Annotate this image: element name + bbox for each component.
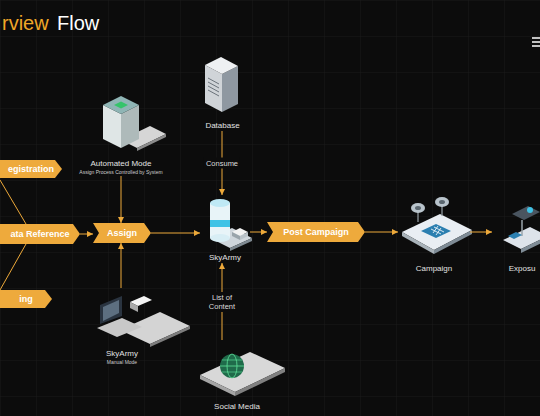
manual-mode-node: SkyArmyManual Mode bbox=[82, 288, 162, 366]
manual-laptop-icon bbox=[97, 296, 190, 347]
node-label: Automated Mode bbox=[91, 159, 152, 169]
social-media-node: Social Media bbox=[197, 340, 277, 412]
node-label: Assign bbox=[107, 228, 137, 239]
flow-arrow bbox=[365, 232, 398, 233]
menu-icon bbox=[532, 38, 540, 46]
system-node: Automated ModeAssign Process Controlled … bbox=[71, 92, 171, 176]
automated-server-icon bbox=[103, 96, 166, 151]
skyarmy-cylinder-icon bbox=[210, 199, 252, 251]
step-band: ing bbox=[0, 290, 52, 308]
band-outline bbox=[93, 223, 151, 243]
edge-label: List of Content bbox=[202, 292, 242, 312]
node-label: SkyArmy bbox=[209, 253, 241, 263]
step-band: Post Campaign bbox=[267, 222, 365, 242]
database-node: Database bbox=[195, 55, 250, 131]
flow-arrow bbox=[250, 232, 267, 233]
node-label: Exposu bbox=[509, 264, 536, 274]
flow-arrow bbox=[470, 232, 492, 233]
flow-arrow bbox=[151, 233, 200, 234]
node-sublabel: Manual Mode bbox=[107, 359, 137, 366]
campaign-platform-icon bbox=[402, 197, 472, 254]
edge-label: Consume bbox=[204, 158, 240, 169]
step-band: Assign bbox=[93, 223, 151, 243]
node-label: Campaign bbox=[416, 264, 452, 274]
node-label: ata Reference bbox=[10, 229, 69, 240]
flow-arrow bbox=[121, 176, 122, 223]
node-label: SkyArmy bbox=[106, 349, 138, 359]
band-outline bbox=[0, 160, 62, 178]
flow-arrow bbox=[121, 243, 122, 288]
node-label: Database bbox=[205, 121, 239, 131]
step-band: egistration bbox=[0, 160, 62, 178]
band-outline bbox=[267, 222, 365, 242]
node-sublabel: Assign Process Controlled by System bbox=[79, 169, 162, 176]
node-label: Post Campaign bbox=[283, 227, 349, 238]
node-label: ing bbox=[19, 294, 33, 305]
node-label: Social Media bbox=[214, 402, 260, 412]
diagram-title: rview bbox=[2, 12, 49, 34]
band-outline bbox=[0, 290, 52, 308]
title-word: Flow bbox=[57, 12, 99, 34]
exposure-device-icon bbox=[503, 206, 540, 253]
node-label: egistration bbox=[8, 164, 54, 175]
campaign-node: Campaign bbox=[398, 192, 470, 274]
step-band: ata Reference bbox=[0, 224, 80, 244]
exposure-node: Exposu bbox=[492, 192, 540, 274]
system-node: SkyArmy bbox=[200, 195, 250, 263]
flow-arrow bbox=[80, 234, 93, 235]
database-server-icon bbox=[205, 57, 238, 112]
social-media-globe-icon bbox=[200, 352, 285, 396]
band-outline bbox=[0, 224, 80, 244]
